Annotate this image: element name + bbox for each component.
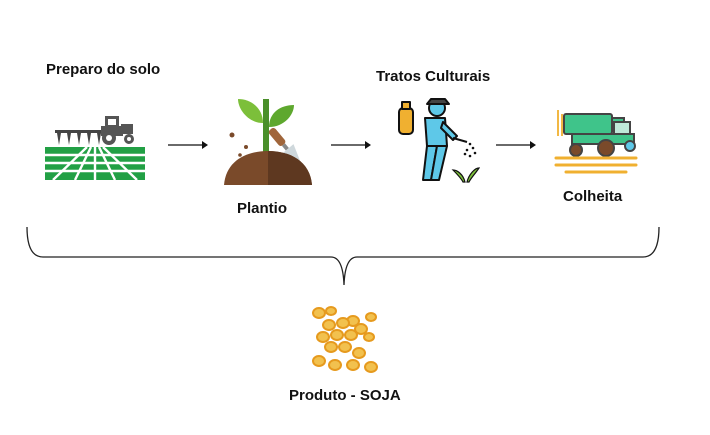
- step-label-tratos: Tratos Culturais: [376, 68, 491, 85]
- combine-harvester-icon: [554, 110, 638, 174]
- farmer-spraying-icon: [398, 98, 480, 183]
- product-label: Produto - SOJA: [289, 387, 401, 404]
- sprout-planting-icon: [224, 99, 312, 185]
- arrow-3: [496, 141, 536, 149]
- step-label-preparo: Preparo do solo: [46, 61, 161, 78]
- soybeans-icon: [312, 306, 378, 373]
- arrow-1: [168, 141, 208, 149]
- step-label-plantio: Plantio: [237, 200, 288, 217]
- arrow-2: [331, 141, 371, 149]
- grouping-brace: [26, 226, 660, 286]
- tractor-field-icon: [45, 116, 145, 181]
- step-label-colheita: Colheita: [563, 188, 623, 205]
